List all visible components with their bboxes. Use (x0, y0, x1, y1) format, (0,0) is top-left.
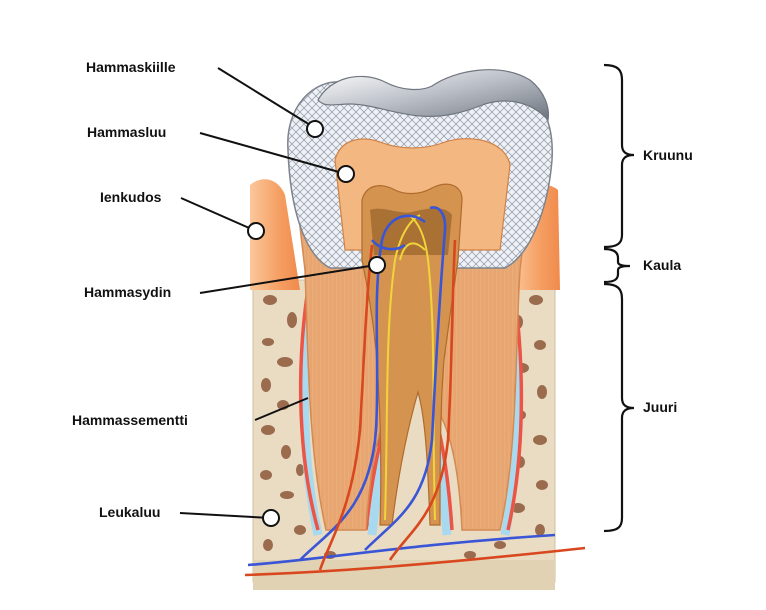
label-gum: Ienkudos (100, 189, 161, 205)
label-neck: Kaula (643, 257, 681, 273)
label-root: Juuri (643, 399, 677, 415)
label-jawbone: Leukaluu (99, 504, 160, 520)
label-enamel: Hammaskiille (86, 59, 176, 75)
label-cementum: Hammassementti (72, 412, 188, 428)
label-dentin: Hammasluu (87, 124, 166, 140)
label-crown: Kruunu (643, 147, 693, 163)
region-braces (604, 65, 634, 531)
label-pulp: Hammasydin (84, 284, 171, 300)
